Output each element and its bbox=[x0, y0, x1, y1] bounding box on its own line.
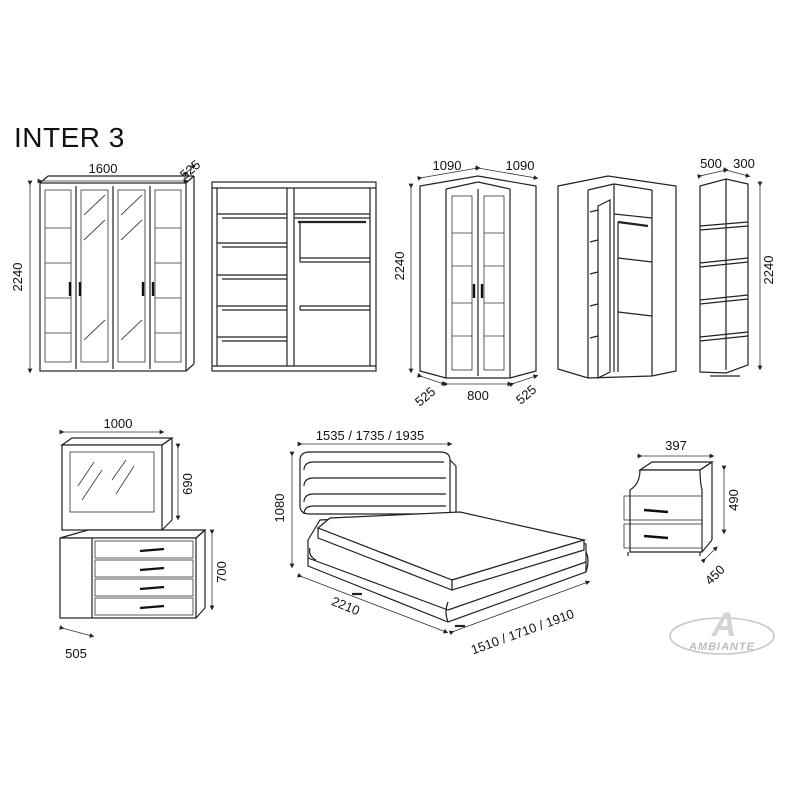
mirror-width-label: 1000 bbox=[104, 416, 133, 431]
wardrobe-height-label: 2240 bbox=[10, 263, 25, 292]
logo-text: AMBIANTE bbox=[688, 641, 755, 653]
wardrobe-depth-label: 525 bbox=[177, 157, 203, 182]
bed bbox=[289, 441, 591, 636]
nightstand-height-label: 490 bbox=[726, 489, 741, 511]
dresser bbox=[59, 529, 215, 638]
wardrobe-front bbox=[27, 164, 196, 374]
nightstand-depth-label: 450 bbox=[702, 562, 728, 588]
corner-height-label: 2240 bbox=[392, 252, 407, 281]
shelf-width-b-label: 300 bbox=[733, 156, 755, 171]
corner-side-right-label: 525 bbox=[513, 382, 539, 407]
mirror bbox=[59, 429, 181, 531]
logo-letter: A bbox=[711, 606, 737, 644]
bed-head-height-label: 1080 bbox=[272, 494, 287, 523]
nightstand-width-label: 397 bbox=[665, 438, 687, 453]
shelf-width-a-label: 500 bbox=[700, 156, 722, 171]
corner-shelf bbox=[697, 167, 763, 377]
wardrobe-width-label: 1600 bbox=[89, 161, 118, 176]
shelf-height-label: 2240 bbox=[761, 256, 776, 285]
bed-head-width-label: 1535 / 1735 / 1935 bbox=[316, 428, 424, 443]
corner-width-right-label: 1090 bbox=[506, 158, 535, 173]
nightstand bbox=[623, 453, 727, 564]
corner-width-left-label: 1090 bbox=[433, 158, 462, 173]
page-title: INTER 3 bbox=[14, 122, 125, 153]
dresser-height-label: 700 bbox=[214, 561, 229, 583]
corner-wardrobe-interior bbox=[557, 175, 677, 379]
bed-length-label: 2210 bbox=[329, 593, 361, 618]
corner-side-left-label: 525 bbox=[412, 384, 438, 409]
ambiante-logo: A AMBIANTE bbox=[669, 606, 775, 655]
dresser-depth-label: 505 bbox=[65, 646, 87, 661]
mirror-height-label: 690 bbox=[180, 473, 195, 495]
corner-wardrobe-front bbox=[408, 165, 539, 388]
wardrobe-interior bbox=[211, 181, 377, 372]
bed-width-label: 1510 / 1710 / 1910 bbox=[469, 606, 576, 657]
corner-front-label: 800 bbox=[467, 388, 489, 403]
